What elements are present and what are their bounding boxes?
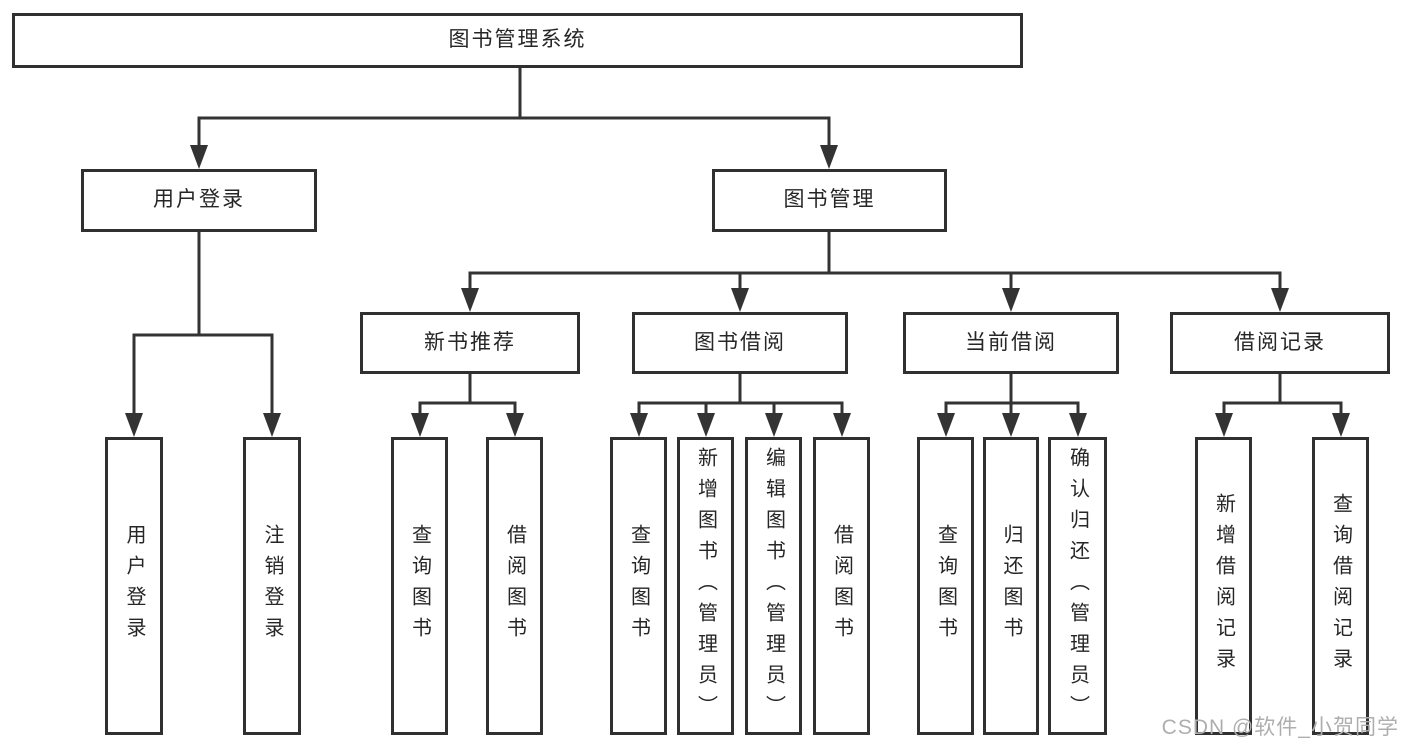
leaf-borrow-books-recommend: 借阅图书 xyxy=(486,437,543,735)
node-root-system: 图书管理系统 xyxy=(12,13,1023,68)
leaf-query-books-current: 查询图书 xyxy=(917,437,974,735)
leaf-logout: 注销登录 xyxy=(243,437,301,735)
connector-new-book-recommend-children xyxy=(418,372,517,421)
connector-book-management-children xyxy=(468,230,1282,296)
connector-current-borrowing-children xyxy=(944,372,1080,421)
connector-borrow-records-children xyxy=(1222,372,1343,421)
leaf-add-books-admin: 新增图书（管理员） xyxy=(677,437,734,735)
connector-root-to-level2 xyxy=(197,66,831,153)
leaf-edit-books-admin: 编辑图书（管理员） xyxy=(745,437,802,735)
node-book-management: 图书管理 xyxy=(712,169,947,232)
node-new-book-recommend: 新书推荐 xyxy=(360,312,580,374)
leaf-query-books-borrowing: 查询图书 xyxy=(610,437,667,735)
leaf-query-borrow-record: 查询借阅记录 xyxy=(1312,437,1369,735)
leaf-add-borrow-record: 新增借阅记录 xyxy=(1195,437,1252,735)
connector-user-login-children xyxy=(132,230,274,421)
node-current-borrowing: 当前借阅 xyxy=(903,312,1119,374)
leaf-return-books: 归还图书 xyxy=(983,437,1039,735)
node-borrow-records: 借阅记录 xyxy=(1170,312,1390,374)
connector-book-borrowing-children xyxy=(637,372,844,421)
arrowhead-icons xyxy=(125,145,1350,437)
csdn-watermark: CSDN @软件_小贺同学 xyxy=(1161,716,1399,739)
leaf-query-books-recommend: 查询图书 xyxy=(391,437,448,735)
node-user-login: 用户登录 xyxy=(81,169,317,232)
leaf-user-login: 用户登录 xyxy=(105,437,163,735)
leaf-borrow-books-borrowing: 借阅图书 xyxy=(813,437,870,735)
node-book-borrowing: 图书借阅 xyxy=(632,312,848,374)
leaf-confirm-return-admin: 确认归还（管理员） xyxy=(1048,437,1107,735)
